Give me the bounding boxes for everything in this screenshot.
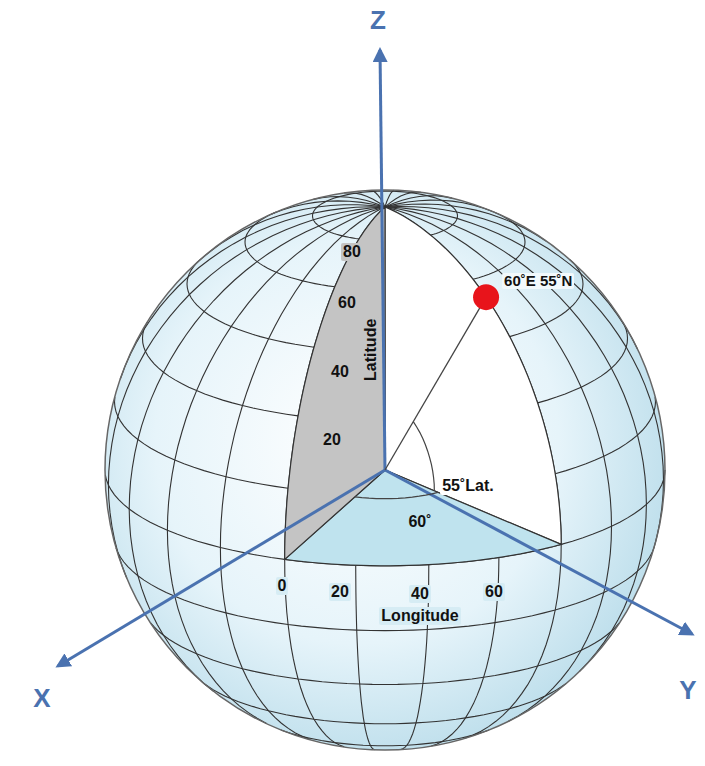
meridian-line [167, 207, 385, 724]
meridian-line [285, 207, 385, 747]
latitude-tick: 80 [341, 243, 363, 261]
meridian-line [220, 207, 385, 740]
latitude-line [151, 623, 619, 685]
coordinate-axes [58, 50, 692, 666]
meridian-line [385, 196, 452, 207]
angle-label: 55˚Lat. [440, 477, 496, 495]
latitude-tick: 60 [336, 294, 358, 312]
axis-title: Longitude [379, 607, 460, 625]
z-axis [380, 50, 385, 470]
x-axis [58, 470, 385, 666]
globe-outline [105, 190, 665, 750]
meridian-line [385, 207, 612, 721]
latitude-tick: 40 [329, 363, 351, 381]
longitude-tick: 40 [409, 585, 431, 603]
latitude-line [281, 730, 489, 746]
longitude-tick: 0 [276, 577, 289, 595]
meridian-line [129, 207, 385, 692]
latitude-line [204, 684, 566, 724]
location-dot [473, 284, 499, 310]
axis-title: Latitude [362, 317, 380, 383]
point-marks [355, 284, 499, 499]
prime-meridian-wedge [285, 207, 385, 560]
point-label: 60˚E 55˚N [502, 273, 574, 290]
meridian-line [385, 190, 394, 207]
latitude-tick: 20 [321, 431, 343, 449]
globe-body [105, 190, 665, 750]
angle-label: 60˚ [406, 513, 433, 531]
axis-label: X [31, 684, 52, 713]
axis-label: Y [677, 676, 698, 705]
longitude-angle-arc [355, 492, 438, 498]
longitude-tick: 20 [329, 583, 351, 601]
latitude-angle-arc [413, 422, 434, 491]
globe [105, 190, 665, 750]
axis-label: Z [368, 6, 388, 35]
radius-line [385, 297, 486, 470]
meridian-line [385, 207, 646, 672]
latitude-line [105, 470, 665, 566]
longitude-tick: 60 [483, 583, 505, 601]
